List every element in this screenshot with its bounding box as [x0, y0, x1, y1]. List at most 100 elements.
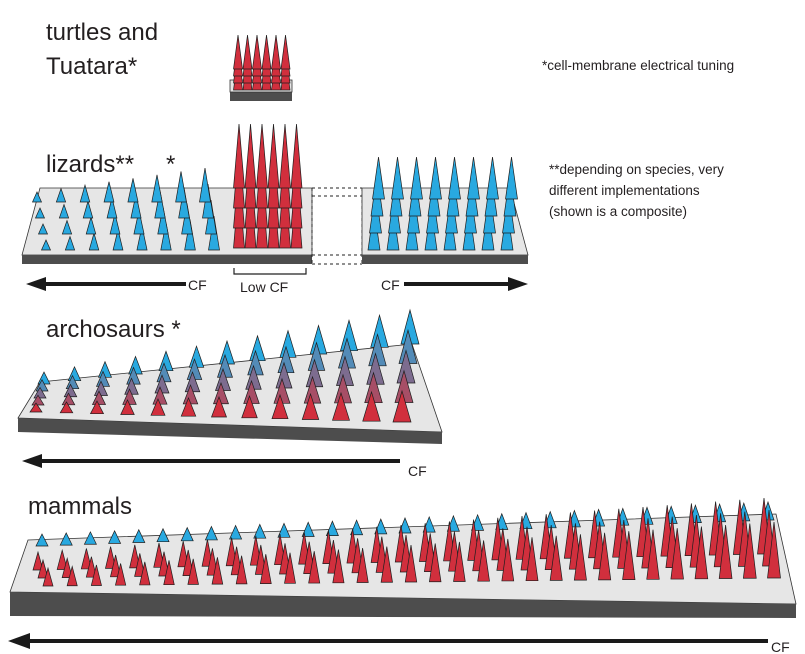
hair-cell: [204, 525, 218, 541]
hair-cell: [211, 557, 224, 585]
hair-cell: [66, 565, 78, 587]
hair-cell: [372, 156, 385, 200]
hair-cell: [380, 546, 393, 583]
hair-cell: [187, 558, 199, 585]
hair-cell: [256, 123, 268, 189]
lizard-papilla-gap: [311, 187, 363, 265]
hair-cell: [106, 197, 118, 219]
hair-cell: [80, 548, 92, 570]
hair-cell: [233, 123, 245, 189]
hair-cell: [133, 210, 145, 235]
hair-cell: [59, 532, 73, 546]
hair-cell: [573, 534, 587, 581]
lizard-left-hair-cells: [31, 167, 220, 251]
hair-cell: [428, 543, 442, 583]
tuning-note: *cell-membrane electrical tuning: [542, 58, 734, 73]
hair-cell: [37, 223, 49, 235]
hair-cell: [163, 560, 175, 586]
hair-cell: [259, 554, 272, 584]
lizard-cf-arrow-right: [404, 277, 528, 291]
hair-cell: [61, 219, 73, 235]
hair-cell: [55, 187, 67, 203]
mammal-papilla-side: [10, 592, 796, 618]
hair-cell: [477, 540, 490, 582]
mammal-cf-label: CF: [771, 639, 790, 654]
hair-cell: [150, 398, 166, 416]
hair-cell: [244, 123, 257, 189]
hair-cell: [29, 402, 43, 413]
mammal-hair-cells: [32, 497, 781, 587]
hair-cell: [175, 171, 187, 203]
hair-cell: [646, 529, 660, 580]
hair-cell: [453, 541, 466, 582]
low-cf-label: Low CF: [240, 279, 288, 295]
hair-cell: [181, 203, 193, 235]
hair-cell: [58, 203, 70, 219]
hair-cell: [59, 401, 74, 414]
hair-cell: [429, 156, 442, 200]
hair-cell: [115, 563, 127, 586]
species-note-line2: different implementations: [549, 183, 700, 198]
hair-cell: [109, 213, 121, 235]
hair-cell: [284, 552, 296, 584]
hair-cell: [199, 167, 211, 203]
hair-cell: [362, 390, 381, 422]
hair-cell: [670, 528, 684, 580]
hair-cell: [501, 538, 515, 582]
hair-cell: [108, 529, 122, 544]
lizard-right-papilla-side: [362, 255, 528, 264]
hair-cell: [279, 123, 291, 189]
hair-cell: [103, 181, 115, 203]
lizard-cf-label-left: CF: [188, 277, 207, 293]
hair-cell: [136, 226, 148, 251]
hair-cell: [448, 156, 461, 200]
hair-cell: [235, 555, 248, 585]
hair-cell: [549, 535, 563, 581]
hair-cell: [40, 239, 52, 251]
hair-cell: [160, 222, 172, 251]
hair-cell: [261, 34, 272, 70]
hair-cell: [241, 394, 258, 419]
lizard-lowcf-hair-cells: [233, 123, 303, 249]
archosaur-hair-cells: [29, 308, 420, 423]
hair-cell: [180, 526, 194, 542]
hair-cell: [356, 548, 369, 583]
hair-cell: [132, 528, 146, 543]
species-note-line3: (shown is a composite): [549, 204, 687, 219]
hair-cell: [85, 215, 97, 235]
hair-cell: [718, 525, 733, 579]
hair-cell: [31, 191, 43, 203]
hair-cell: [156, 527, 170, 543]
turtle-papilla-base: [230, 91, 292, 101]
hair-cell: [90, 564, 102, 586]
turtles-label-line1: turtles and: [46, 19, 158, 46]
archosaur-papilla-side: [18, 418, 442, 444]
hair-cell: [374, 518, 388, 535]
lizard-left-papilla-side: [22, 255, 312, 264]
hair-cell: [88, 231, 100, 251]
hair-cell: [392, 389, 412, 423]
hair-cell: [210, 396, 228, 418]
hair-cell: [157, 206, 169, 235]
hair-cell: [184, 219, 196, 251]
hair-cell: [56, 548, 68, 570]
hair-cell: [467, 156, 480, 200]
hair-cell: [130, 194, 142, 219]
hair-cell: [229, 524, 243, 540]
hair-cell: [128, 355, 143, 375]
hair-cell: [694, 526, 709, 580]
hair-cell: [233, 34, 243, 70]
hair-cell: [134, 553, 146, 577]
lizard-cf-arrow-left: [26, 277, 186, 291]
hair-cell: [525, 537, 539, 582]
hair-cell: [350, 519, 364, 536]
hair-cell: [89, 400, 105, 415]
hair-cell: [37, 371, 51, 385]
lizard-right-hair-cells: [367, 156, 518, 251]
turtle-hair-cells: [233, 34, 291, 91]
hair-cell: [67, 365, 82, 382]
hair-cell: [64, 235, 76, 251]
archosaurs-label: archosaurs *: [46, 316, 181, 343]
hair-cell: [97, 360, 113, 378]
hair-cell: [42, 566, 54, 587]
